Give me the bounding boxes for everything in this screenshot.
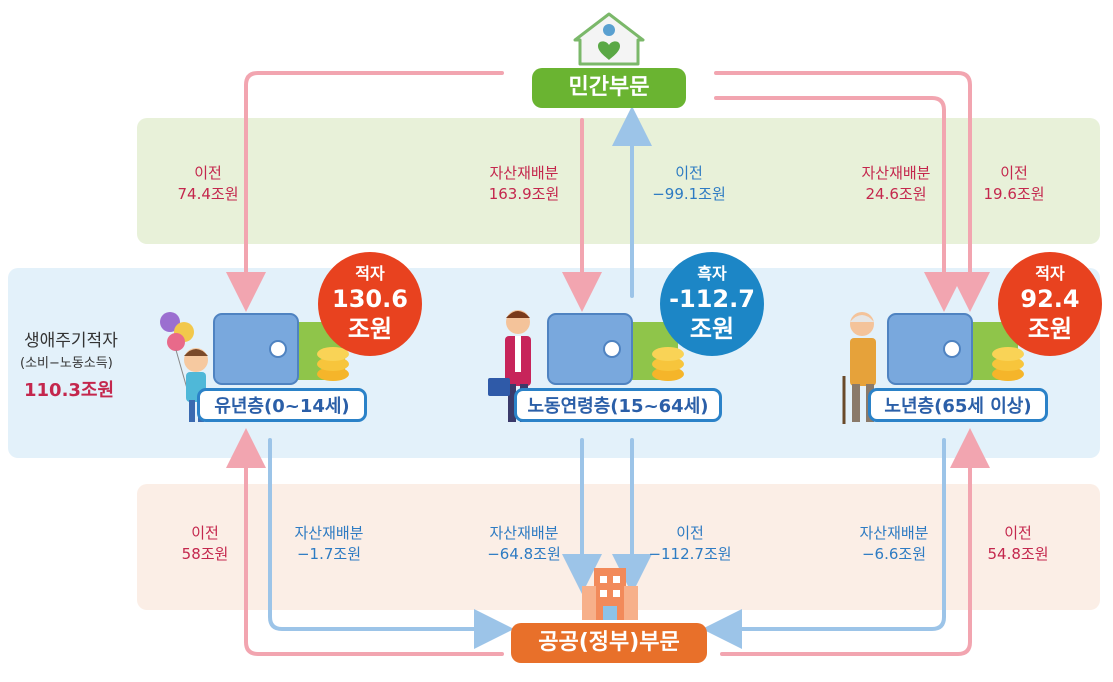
flow-label: 자산재배분 −6.6조원 — [844, 523, 944, 565]
lifecycle-deficit-title: 생애주기적자 — [24, 331, 118, 351]
balance-label: 적자 — [355, 264, 385, 283]
flow-type: 이전 — [1004, 524, 1032, 542]
balance-bubble-working-age: 흑자 -112.7 조원 — [660, 252, 764, 356]
flow-type: 자산재배분 — [294, 524, 364, 542]
flow-amount: −99.1조원 — [652, 185, 726, 203]
flow-label: 자산재배분 24.6조원 — [848, 163, 944, 205]
arrow-public-to-elderly — [720, 428, 990, 656]
flow-type: 자산재배분 — [861, 164, 931, 182]
group-elderly: 노년층(65세 이상) — [868, 388, 1048, 422]
flow-label: 이전 54.8조원 — [976, 523, 1060, 565]
flow-label: 이전 58조원 — [168, 523, 242, 565]
arrow-private-to-youth — [226, 71, 504, 312]
arrow-elderly-to-public — [702, 438, 946, 649]
flow-amount: 74.4조원 — [177, 185, 239, 203]
building-icon — [582, 568, 638, 620]
balance-value: 130.6 — [332, 285, 408, 313]
flow-type: 자산재배분 — [859, 524, 929, 542]
flow-amount: 58조원 — [181, 545, 229, 563]
balance-bubble-elderly: 적자 92.4 조원 — [998, 252, 1102, 356]
house-icon — [573, 12, 645, 66]
balance-label: 흑자 — [697, 264, 727, 283]
flow-type: 이전 — [676, 524, 704, 542]
wallet-illustration-elderly — [887, 313, 1024, 385]
flow-type: 이전 — [675, 164, 703, 182]
flow-amount: −6.6조원 — [861, 545, 927, 563]
group-working-age: 노동연령층(15~64세) — [514, 388, 722, 422]
lifecycle-deficit-value: 110.3조원 — [24, 380, 115, 401]
flow-amount: −1.7조원 — [296, 545, 362, 563]
balance-value: -112.7 — [669, 285, 755, 313]
flow-type: 자산재배분 — [489, 164, 559, 182]
flow-label: 이전 −112.7조원 — [640, 523, 740, 565]
balance-unit: 조원 — [347, 315, 393, 343]
arrow-private-to-elderly-asset — [714, 96, 964, 312]
balance-unit: 조원 — [689, 315, 735, 343]
flow-amount: 24.6조원 — [865, 185, 927, 203]
flow-amount: 19.6조원 — [983, 185, 1045, 203]
flow-amount: −112.7조원 — [648, 545, 732, 563]
flow-label: 이전 19.6조원 — [972, 163, 1056, 205]
flow-label: 자산재배분 −1.7조원 — [274, 523, 384, 565]
group-youth: 유년층(0~14세) — [197, 388, 367, 422]
arrow-public-to-youth — [226, 428, 504, 656]
balance-unit: 조원 — [1027, 315, 1073, 343]
wallet-illustration-working — [547, 313, 684, 385]
flow-type: 이전 — [194, 164, 222, 182]
balance-bubble-youth: 적자 130.6 조원 — [318, 252, 422, 356]
balance-label: 적자 — [1035, 264, 1065, 283]
flow-label: 자산재배분 −64.8조원 — [470, 523, 578, 565]
businessman-illustration — [488, 310, 531, 422]
flow-label: 이전 74.4조원 — [168, 163, 248, 205]
arrow-youth-to-public — [268, 438, 514, 649]
flow-type: 이전 — [1000, 164, 1028, 182]
flow-type: 이전 — [191, 524, 219, 542]
flow-amount: 163.9조원 — [488, 185, 560, 203]
flow-amount: 54.8조원 — [987, 545, 1049, 563]
flow-type: 자산재배분 — [489, 524, 559, 542]
balance-value: 92.4 — [1020, 285, 1080, 313]
arrow-private-to-elderly-transfer — [714, 71, 990, 312]
flow-amount: −64.8조원 — [487, 545, 561, 563]
public-sector-label: 공공(정부)부문 — [511, 623, 707, 663]
lifecycle-deficit-subtitle: (소비−노동소득) — [20, 356, 113, 371]
private-sector-label: 민간부문 — [532, 68, 686, 108]
flow-label: 이전 −99.1조원 — [644, 163, 734, 205]
flow-label: 자산재배분 163.9조원 — [472, 163, 576, 205]
